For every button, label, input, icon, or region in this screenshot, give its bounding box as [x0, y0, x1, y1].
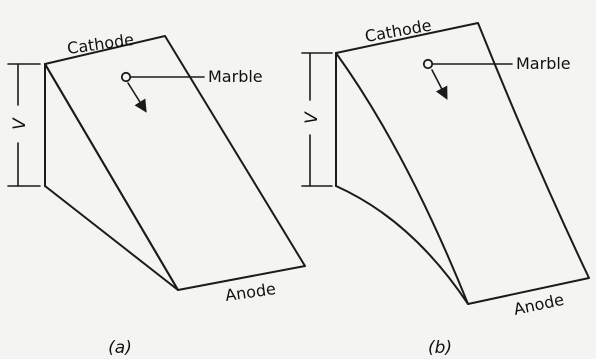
marble-b: Marble: [422, 54, 571, 100]
v-dimension-a: V: [7, 63, 41, 187]
caption-b: (b): [428, 338, 452, 358]
cathode-label-b: Cathode: [363, 16, 432, 46]
marble-label-b: Marble: [516, 54, 571, 73]
ramp-a-diagonal: [44, 63, 179, 291]
marble-a: Marble: [120, 67, 263, 113]
ramp-a-front-edge: [44, 185, 179, 291]
marble-label-a: Marble: [208, 67, 263, 86]
panel-a-linear-ramp: V Marble Cathode Anode (a): [7, 30, 306, 358]
ramp-b-top-face: [335, 22, 590, 305]
anode-label-b: Anode: [512, 290, 566, 319]
cathode-label-a: Cathode: [66, 30, 135, 58]
v-dimension-b: V: [301, 52, 333, 187]
anode-label-a: Anode: [224, 279, 277, 305]
ramp-a-top-face: [44, 35, 306, 291]
v-label-a: V: [10, 117, 30, 130]
panel-b-curved-ramp: V Marble Cathode Anode (b): [301, 16, 590, 358]
ramp-b-front-edge: [335, 185, 469, 305]
caption-a: (a): [108, 338, 132, 358]
v-label-b: V: [302, 111, 322, 124]
